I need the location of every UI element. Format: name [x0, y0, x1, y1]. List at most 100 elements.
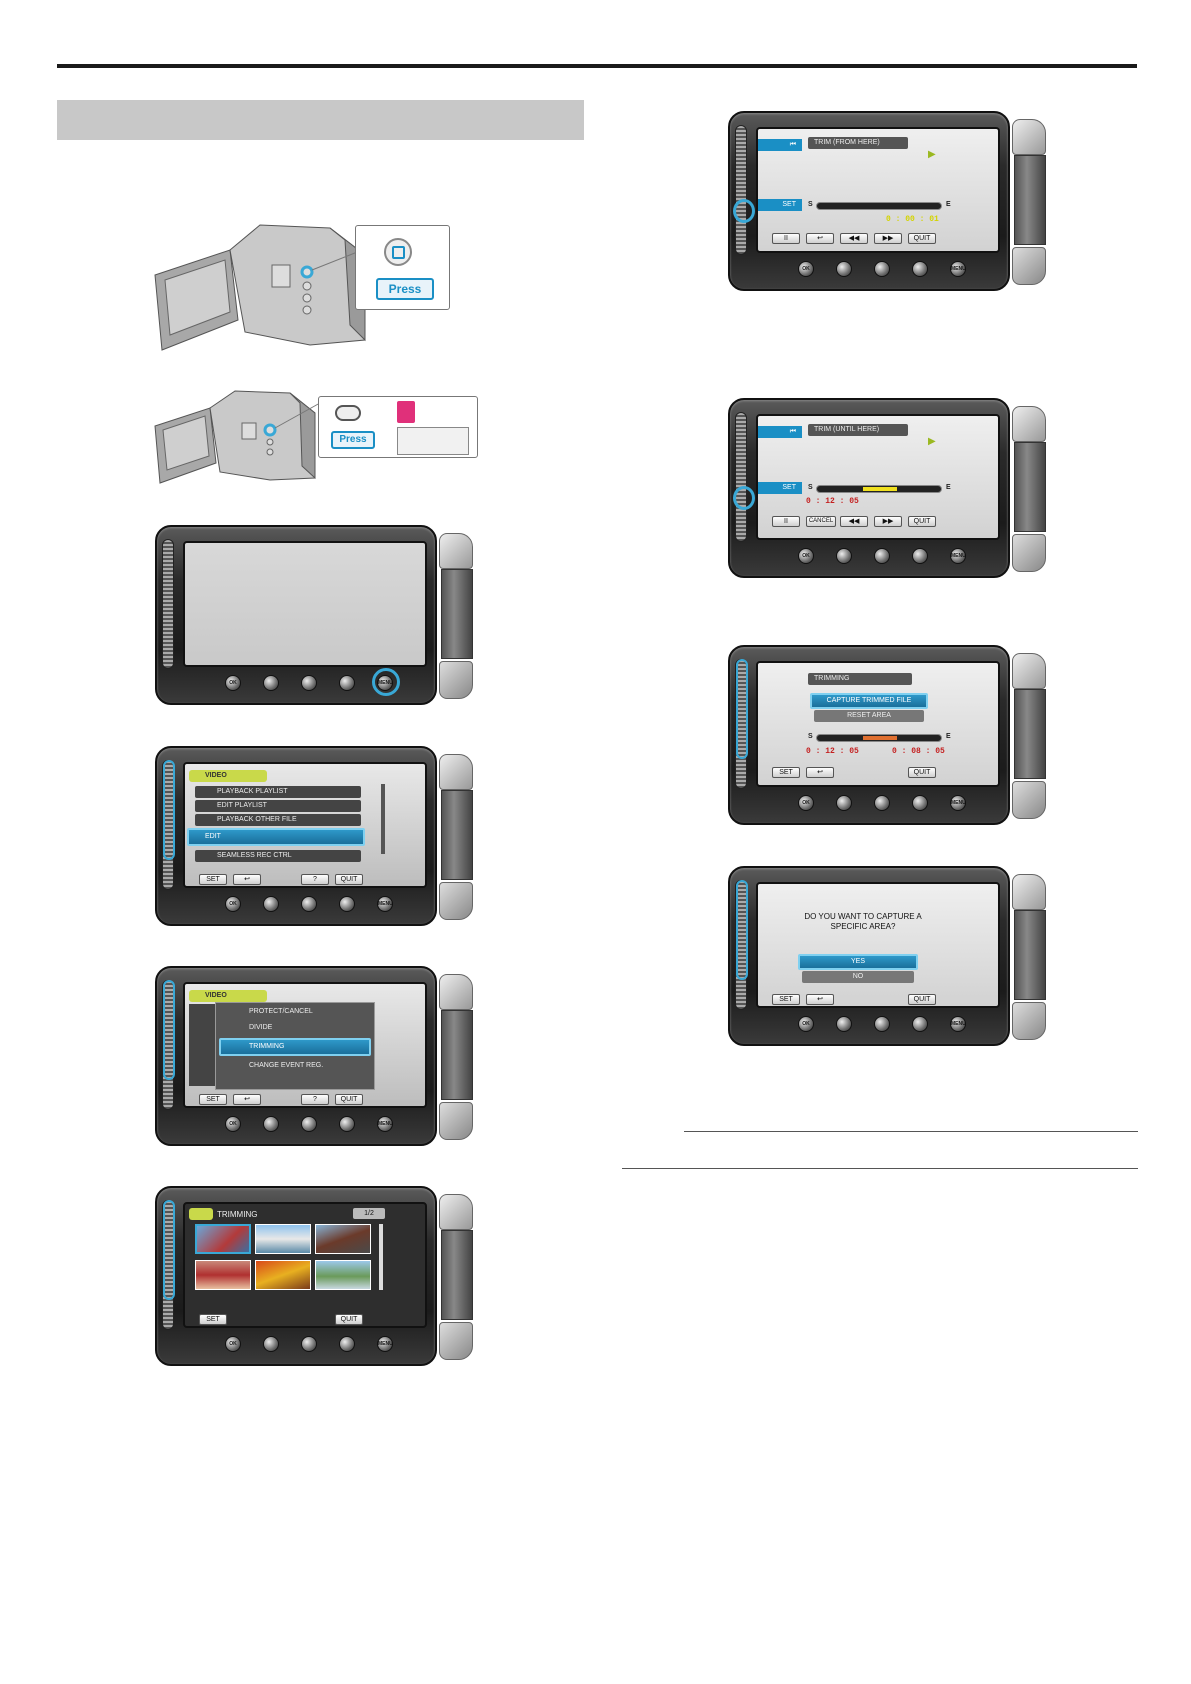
skip-back-button[interactable]: ⏮: [758, 426, 802, 438]
progress-track[interactable]: [816, 202, 942, 210]
operation-button[interactable]: [912, 795, 928, 811]
quit-button[interactable]: QUIT: [335, 1314, 363, 1325]
quit-button[interactable]: QUIT: [908, 516, 936, 527]
back-button[interactable]: ↩: [233, 874, 261, 885]
operation-button[interactable]: [874, 548, 890, 564]
scrollbar[interactable]: [379, 1224, 383, 1290]
ok-button[interactable]: OK: [798, 795, 814, 811]
operation-button[interactable]: [263, 675, 279, 691]
thumbnail[interactable]: [255, 1224, 311, 1254]
fast-forward-button[interactable]: ▶▶: [874, 233, 902, 244]
menu-button[interactable]: MENU: [950, 1016, 966, 1032]
yes-option[interactable]: YES: [798, 954, 918, 970]
menu-button[interactable]: MENU: [377, 896, 393, 912]
reset-area-option[interactable]: RESET AREA: [814, 710, 924, 722]
set-button[interactable]: SET: [199, 874, 227, 885]
pause-button[interactable]: II: [772, 516, 800, 527]
capture-trimmed-file-option[interactable]: CAPTURE TRIMMED FILE: [810, 693, 928, 709]
back-button[interactable]: ↩: [806, 233, 834, 244]
end-time-counter: 0 : 08 : 05: [892, 747, 945, 756]
quit-button[interactable]: QUIT: [335, 874, 363, 885]
operation-button[interactable]: [836, 261, 852, 277]
ok-button[interactable]: OK: [225, 1336, 241, 1352]
operation-button[interactable]: [912, 548, 928, 564]
menu-button[interactable]: MENU: [950, 261, 966, 277]
menu-button[interactable]: MENU: [377, 1336, 393, 1352]
start-marker-label: S: [808, 201, 813, 208]
menu-item[interactable]: PLAYBACK OTHER FILE: [195, 814, 361, 826]
operation-button[interactable]: [836, 1016, 852, 1032]
help-button[interactable]: ?: [301, 874, 329, 885]
skip-back-button[interactable]: ⏮: [758, 139, 802, 151]
operation-button[interactable]: [836, 795, 852, 811]
operation-button[interactable]: [912, 1016, 928, 1032]
thumbnail-selected[interactable]: [195, 1224, 251, 1254]
set-button[interactable]: SET: [199, 1314, 227, 1325]
menu-button[interactable]: MENU: [950, 548, 966, 564]
menu-item[interactable]: SEAMLESS REC CTRL: [195, 850, 361, 862]
quit-button[interactable]: QUIT: [908, 233, 936, 244]
submenu-item[interactable]: CHANGE EVENT REG.: [249, 1062, 324, 1069]
back-button[interactable]: ↩: [806, 994, 834, 1005]
submenu-item[interactable]: DIVIDE: [249, 1024, 273, 1031]
lcd-screen: TRIMMING CAPTURE TRIMMED FILE RESET AREA…: [756, 661, 1000, 787]
set-button[interactable]: SET: [199, 1094, 227, 1105]
operation-button[interactable]: [836, 548, 852, 564]
screen-title: TRIM (FROM HERE): [808, 137, 908, 149]
submenu-item-selected[interactable]: TRIMMING: [219, 1038, 371, 1056]
quit-button[interactable]: QUIT: [908, 994, 936, 1005]
no-option[interactable]: NO: [802, 971, 914, 983]
help-button[interactable]: ?: [301, 1094, 329, 1105]
set-button[interactable]: SET: [772, 994, 800, 1005]
thumbnail[interactable]: [195, 1260, 251, 1290]
operation-button[interactable]: [874, 795, 890, 811]
progress-track[interactable]: [816, 485, 942, 493]
quit-button[interactable]: QUIT: [908, 767, 936, 778]
back-button[interactable]: ↩: [806, 767, 834, 778]
scrollbar[interactable]: [381, 784, 385, 854]
back-button[interactable]: ↩: [233, 1094, 261, 1105]
note-rule: [684, 1131, 1138, 1132]
set-button[interactable]: SET: [772, 767, 800, 778]
operation-button[interactable]: [301, 675, 317, 691]
menu-item[interactable]: PLAYBACK PLAYLIST: [195, 786, 361, 798]
ok-button[interactable]: OK: [225, 675, 241, 691]
operation-button[interactable]: [339, 896, 355, 912]
scroll-arrow-indicator: [163, 1200, 175, 1300]
ok-button[interactable]: OK: [225, 896, 241, 912]
operation-button[interactable]: [874, 1016, 890, 1032]
operation-button[interactable]: [874, 261, 890, 277]
operation-button[interactable]: [263, 1336, 279, 1352]
progress-track[interactable]: [816, 734, 942, 742]
rewind-button[interactable]: ◀◀: [840, 516, 868, 527]
thumbnail[interactable]: [315, 1224, 371, 1254]
ok-button[interactable]: OK: [798, 548, 814, 564]
pause-button[interactable]: II: [772, 233, 800, 244]
operation-button[interactable]: [339, 1336, 355, 1352]
menu-item-selected[interactable]: EDIT: [187, 828, 365, 846]
set-button[interactable]: SET: [758, 482, 802, 494]
set-button[interactable]: SET: [758, 199, 802, 211]
submenu-item[interactable]: PROTECT/CANCEL: [249, 1008, 313, 1015]
operation-button[interactable]: [301, 1336, 317, 1352]
rewind-button[interactable]: ◀◀: [840, 233, 868, 244]
operation-button[interactable]: [912, 261, 928, 277]
fast-forward-button[interactable]: ▶▶: [874, 516, 902, 527]
operation-button[interactable]: [301, 1116, 317, 1132]
ok-button[interactable]: OK: [225, 1116, 241, 1132]
quit-button[interactable]: QUIT: [335, 1094, 363, 1105]
ok-button[interactable]: OK: [798, 1016, 814, 1032]
operation-button[interactable]: [339, 1116, 355, 1132]
thumbnail[interactable]: [255, 1260, 311, 1290]
menu-item[interactable]: EDIT PLAYLIST: [195, 800, 361, 812]
thumbnail[interactable]: [315, 1260, 371, 1290]
operation-button[interactable]: [339, 675, 355, 691]
ok-button[interactable]: OK: [798, 261, 814, 277]
cancel-button[interactable]: CANCEL: [806, 516, 836, 527]
operation-button[interactable]: [263, 1116, 279, 1132]
end-marker-label: E: [946, 201, 951, 208]
menu-button[interactable]: MENU: [950, 795, 966, 811]
operation-button[interactable]: [301, 896, 317, 912]
menu-button[interactable]: MENU: [377, 1116, 393, 1132]
operation-button[interactable]: [263, 896, 279, 912]
